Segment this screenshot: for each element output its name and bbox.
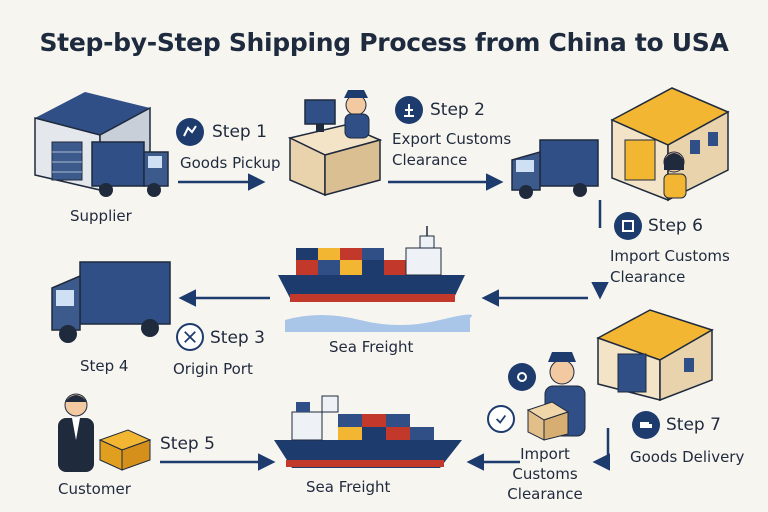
step7-label: Goods Delivery [630, 448, 745, 466]
step3-title: Step 3 [210, 328, 265, 348]
arrow-right-down [592, 428, 610, 471]
cargo-ship-top-icon [278, 226, 472, 332]
step6-title: Step 6 [648, 216, 703, 236]
export-customs-desk-icon [287, 90, 383, 197]
import-customs-line1: Import [520, 445, 570, 463]
customer-person-icon [58, 393, 94, 472]
import-warehouse-icon [610, 87, 730, 202]
step2-label-line1: Export Customs [392, 130, 512, 148]
step7-badge-icon [632, 411, 660, 439]
parcel-box-icon [98, 429, 152, 471]
step2-label-line2: Clearance [392, 151, 468, 169]
step6-label-line1: Import Customs [610, 247, 730, 265]
import-customs-line3: Clearance [507, 485, 583, 503]
import-badge-2-icon [487, 405, 515, 433]
pickup-truck-icon [91, 141, 169, 197]
truck-step4-icon [51, 261, 171, 343]
cargo-ship-bottom-icon [274, 395, 462, 468]
step1-label: Goods Pickup [180, 154, 281, 172]
truck-icon [511, 139, 599, 199]
import-badge-1-icon [508, 363, 536, 391]
step2-badge-icon [395, 96, 423, 124]
step7-title: Step 7 [666, 415, 721, 435]
step3-badge-icon [176, 323, 204, 351]
import-customs-officer-icon [526, 352, 586, 441]
step2-title: Step 2 [430, 100, 485, 120]
flow-arrows [160, 173, 610, 471]
step5-title: Step 5 [160, 434, 215, 454]
step4-label: Step 4 [80, 357, 129, 375]
step3-label: Origin Port [173, 360, 253, 378]
delivery-warehouse-icon [596, 309, 714, 402]
sea-freight-top-label: Sea Freight [329, 338, 414, 356]
supplier-label: Supplier [70, 207, 132, 225]
customer-label: Customer [58, 480, 131, 498]
step1-title: Step 1 [212, 122, 267, 142]
import-customs-line2: Customs [512, 465, 578, 483]
page-title: Step-by-Step Shipping Process from China… [39, 28, 729, 57]
supplier-warehouse-icon [34, 92, 151, 192]
step6-label-line2: Clearance [610, 268, 686, 286]
sea-freight-bottom-label: Sea Freight [306, 478, 391, 496]
step6-badge-icon [614, 212, 642, 240]
step1-badge-icon [176, 118, 204, 146]
